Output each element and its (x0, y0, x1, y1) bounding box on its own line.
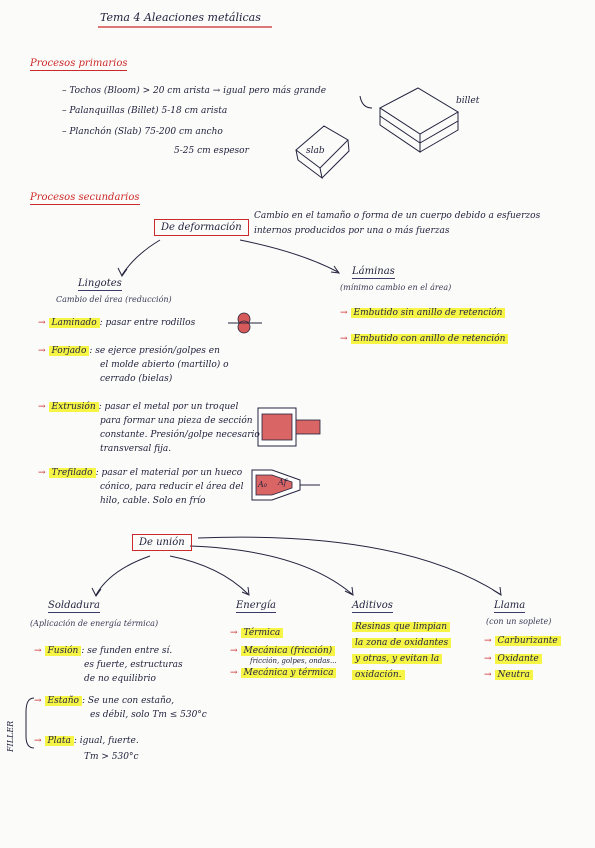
arrow-icon: → (38, 468, 46, 478)
llama-title: Llama (494, 600, 526, 613)
trefilado-desc-2: cónico, para reducir el área del (100, 482, 244, 492)
plata-row: →Plata: igual, fuerte. (34, 736, 139, 747)
trefilado-desc-1: : pasar el material por un hueco (95, 468, 243, 478)
arrow-icon: → (38, 402, 46, 412)
aditivos-line-2: la zona de oxidantes (352, 638, 452, 649)
energia-item-1: →Térmica (230, 628, 284, 639)
deformacion-label: De deformación (161, 222, 242, 233)
forjado-desc-2: el molde abierto (martillo) o (100, 360, 229, 370)
trefilado-desc-3: hilo, cable. Solo en frío (100, 496, 206, 506)
laminas-sub: (mínimo cambio en el área) (340, 283, 452, 292)
extrusion-desc-2: para formar una pieza de sección (100, 416, 253, 426)
aditivos-line-3: y otras, y evitan la (352, 654, 443, 665)
soldadura-sub: (Aplicación de energía térmica) (30, 619, 159, 628)
arrow-icon: → (230, 646, 238, 656)
arrow-icon: → (230, 668, 238, 678)
billet-sketch (379, 87, 459, 153)
primarios-item-1: – Tochos (Bloom) > 20 cm arista → igual … (62, 86, 327, 96)
arrow-icon: → (34, 736, 42, 746)
primarios-item-2: – Palanquillas (Billet) 5-18 cm arista (62, 106, 228, 116)
plata-label: Plata (44, 736, 74, 746)
arrow-icon: → (230, 628, 238, 638)
energia-item-3: →Mecánica y térmica (230, 668, 337, 679)
arrow-icon: → (34, 696, 42, 706)
arrow-icon: → (340, 308, 348, 318)
forjado-desc-3: cerrado (bielas) (100, 374, 173, 384)
energia-item-2: →Mecánica (fricción) (230, 646, 336, 657)
soldadura-title: Soldadura (48, 600, 101, 613)
forjado-row: →Forjado: se ejerce presión/golpes en (38, 346, 220, 357)
aditivos-line-4: oxidación. (352, 670, 405, 681)
deformacion-desc-2: internos producidos por una o más fuerza… (254, 226, 450, 236)
laminado-desc: : pasar entre rodillos (99, 318, 196, 328)
slab-sketch (295, 125, 350, 180)
laminas-title: Láminas (352, 266, 395, 279)
lingotes-title: Lingotes (78, 278, 122, 291)
fusion-row: →Fusión: se funden entre sí. (34, 646, 172, 657)
fusion-desc-1: : se funden entre sí. (81, 646, 173, 656)
extrusion-desc-3: constante. Presión/golpe necesario (100, 430, 260, 440)
estano-desc-1: : Se une con estaño, (81, 696, 175, 706)
arrow-icon: → (484, 670, 492, 680)
arrow-icon: → (484, 654, 492, 664)
plata-desc-2: Tm > 530°c (84, 752, 139, 762)
primarios-item-3: – Planchón (Slab) 75-200 cm ancho (62, 127, 223, 137)
trefilado-label: Trefilado (48, 468, 96, 478)
fusion-label: Fusión (44, 646, 82, 656)
die-label-a0: A₀ (258, 480, 267, 489)
llama-item-2: →Oxidante (484, 654, 542, 665)
aditivos-line-1: Resinas que limpian (352, 622, 451, 633)
filler-label: FILLER (6, 720, 15, 752)
fusion-desc-2: es fuerte, estructuras (84, 660, 183, 670)
arrow-icon: → (38, 318, 46, 328)
deformacion-box: De deformación (154, 219, 249, 236)
extrusion-sketch (257, 407, 321, 447)
extrusion-label: Extrusión (48, 402, 99, 412)
fusion-desc-3: de no equilibrio (84, 674, 156, 684)
secundarios-heading: Procesos secundarios (30, 192, 140, 205)
laminado-label: Laminado (48, 318, 100, 328)
trefilado-row: →Trefilado: pasar el material por un hue… (38, 468, 242, 479)
union-label: De unión (139, 537, 185, 548)
forjado-label: Forjado (48, 346, 90, 356)
forjado-desc-1: : se ejerce presión/golpes en (89, 346, 220, 356)
extrusion-row: →Extrusión: pasar el metal por un troque… (38, 402, 238, 413)
extrusion-desc-4: transversal fija. (100, 444, 172, 454)
die-sketch (251, 469, 320, 501)
arrow-icon: → (34, 646, 42, 656)
page-title: Tema 4 Aleaciones metálicas (100, 11, 261, 24)
energia-title: Energía (236, 600, 276, 613)
llama-item-3: →Neutra (484, 670, 533, 681)
estano-desc-2: es débil, solo Tm ≤ 530°c (90, 710, 207, 720)
die-label-af: Af (278, 478, 287, 487)
extrusion-desc-1: : pasar el metal por un troquel (98, 402, 239, 412)
laminado-row: →Laminado: pasar entre rodillos (38, 318, 195, 329)
slab-label: slab (306, 146, 325, 156)
union-box: De unión (132, 534, 192, 551)
energia-note: fricción, golpes, ondas... (250, 657, 337, 665)
llama-item-1: →Carburizante (484, 636, 561, 647)
estano-row: →Estaño: Se une con estaño, (34, 696, 174, 707)
arrow-icon: → (484, 636, 492, 646)
aditivos-title: Aditivos (352, 600, 393, 613)
arrow-icon: → (38, 346, 46, 356)
plata-desc-1: : igual, fuerte. (73, 736, 139, 746)
billet-label: billet (456, 96, 480, 106)
estano-label: Estaño (44, 696, 82, 706)
primarios-item-4: 5-25 cm espesor (174, 146, 249, 156)
deformacion-desc-1: Cambio en el tamaño o forma de un cuerpo… (254, 211, 541, 221)
rollers-sketch (228, 312, 262, 334)
primarios-heading: Procesos primarios (30, 58, 128, 71)
lingotes-sub: Cambio del área (reducción) (56, 295, 172, 304)
arrow-icon: → (340, 334, 348, 344)
laminas-item-2: →Embutido con anillo de retención (340, 334, 509, 345)
laminas-item-1: →Embutido sin anillo de retención (340, 308, 506, 319)
llama-sub: (con un soplete) (486, 617, 552, 626)
